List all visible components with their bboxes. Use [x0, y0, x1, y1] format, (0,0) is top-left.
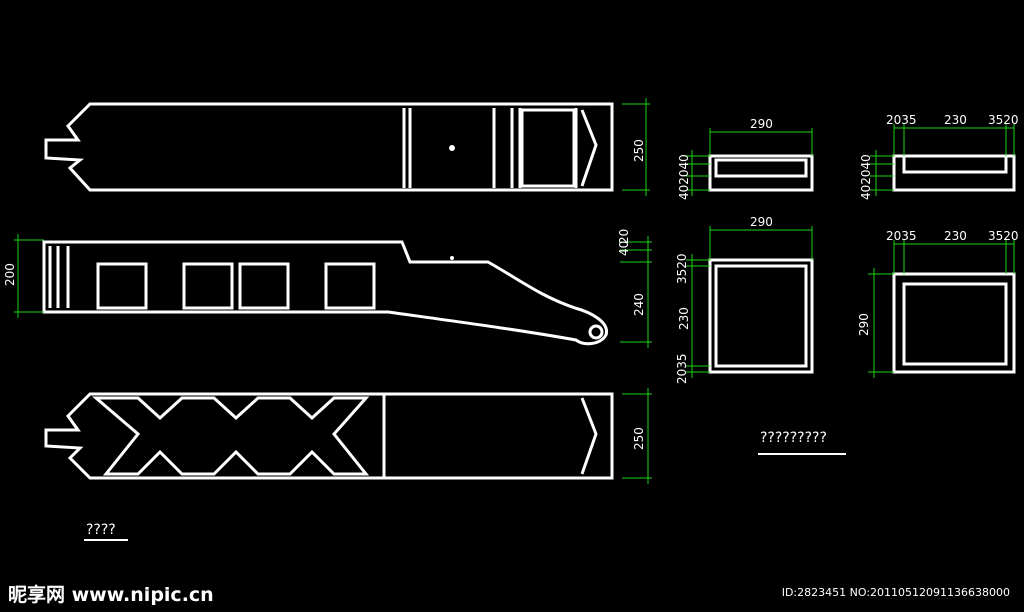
dim-sec3-width: 290 — [750, 215, 773, 229]
dimension-texts: 250 200 40 20 240 250 290 402040 2035 23… — [3, 113, 1019, 450]
dim-sec4-top-a: 2035 — [886, 229, 917, 243]
dim-beam2-mid: 240 — [632, 293, 646, 316]
dim-sec1-height: 402040 — [677, 154, 691, 200]
dim-sec2-top-c: 3520 — [988, 113, 1019, 127]
dim-beam1-height: 250 — [632, 139, 646, 162]
dim-sec2-top-a: 2035 — [886, 113, 917, 127]
watermark-id: ID:2823451 NO:20110512091136638000 — [781, 586, 1010, 599]
dim-sec1-width: 290 — [750, 117, 773, 131]
beam-elevation-view — [42, 240, 608, 346]
note-labels: ???? ????????? — [84, 430, 846, 541]
dim-sec3-side-c: 2035 — [675, 353, 689, 384]
section-view-2 — [892, 154, 1016, 192]
watermark-brand: 昵享网 www.nipic.cn — [8, 584, 214, 606]
dim-sec4-height: 290 — [857, 313, 871, 336]
dim-sec2-top-b: 230 — [944, 113, 967, 127]
section-view-3 — [708, 258, 814, 374]
dim-beam2-top-a: 40 — [617, 241, 631, 256]
dim-sec4-top-b: 230 — [944, 229, 967, 243]
dimension-lines — [14, 98, 1015, 484]
note-right-label: ????????? — [760, 430, 827, 446]
beam-top-view-1 — [44, 102, 614, 192]
dim-beam2-left: 200 — [3, 263, 17, 286]
dim-sec2-height: 402040 — [859, 154, 873, 200]
dim-sec4-top-c: 3520 — [988, 229, 1019, 243]
section-view-1 — [708, 154, 814, 192]
dim-sec3-side-a: 3520 — [675, 253, 689, 284]
section-view-4 — [892, 272, 1016, 374]
dim-beam3-height: 250 — [632, 427, 646, 450]
note-left-label: ???? — [86, 522, 116, 538]
beam-top-view-2 — [44, 392, 614, 480]
dim-beam2-top-b: 20 — [617, 229, 631, 244]
dim-sec3-side-b: 230 — [677, 307, 691, 330]
